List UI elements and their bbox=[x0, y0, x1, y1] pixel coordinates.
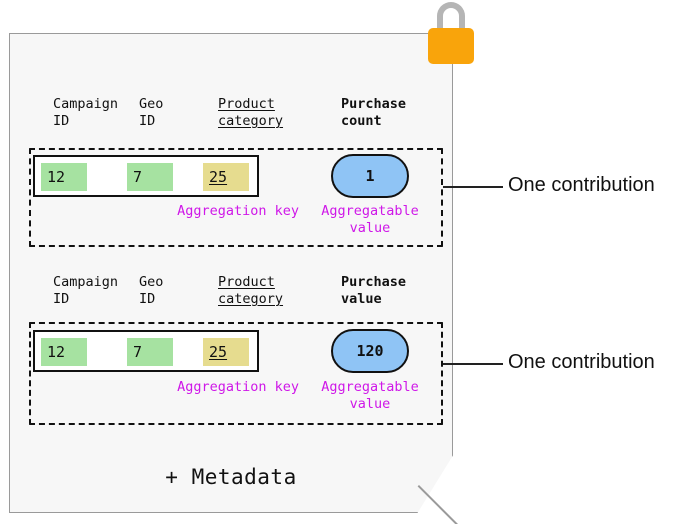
column-header-metric-2: Purchase value bbox=[341, 274, 407, 307]
aggregation-key-annotation-2: Aggregation key bbox=[177, 379, 299, 395]
aggregation-key-annotation-1: Aggregation key bbox=[177, 203, 299, 219]
aggregation-key-box-2: 12 7 25 bbox=[33, 330, 259, 372]
callout-label-1: One contribution bbox=[508, 174, 655, 196]
aggregatable-report-sheet bbox=[9, 33, 453, 513]
column-header-campaign-id: Campaign ID bbox=[53, 96, 119, 129]
aggregatable-value-text-2: 120 bbox=[356, 342, 384, 360]
column-header-geo-id-2: Geo ID bbox=[139, 274, 164, 307]
key-cell-geo-id-2: 7 bbox=[127, 338, 173, 366]
key-cell-geo-id-1: 7 bbox=[127, 163, 173, 191]
contribution-outline-1 bbox=[29, 148, 443, 247]
callout-label-2: One contribution bbox=[508, 351, 655, 373]
padlock-icon bbox=[424, 2, 478, 64]
padlock-body bbox=[428, 28, 474, 64]
column-header-geo-id: Geo ID bbox=[139, 96, 164, 129]
column-header-product-category: Product category bbox=[218, 96, 284, 129]
metadata-label: + Metadata bbox=[165, 465, 297, 489]
key-cell-campaign-id-1: 12 bbox=[41, 163, 87, 191]
key-cell-product-category-2: 25 bbox=[203, 338, 249, 366]
key-cell-campaign-id-2: 12 bbox=[41, 338, 87, 366]
column-headers-2: Campaign ID Geo ID Product category Purc… bbox=[9, 274, 409, 318]
aggregatable-value-text-1: 1 bbox=[365, 167, 375, 185]
aggregatable-value-pill-1: 1 bbox=[331, 154, 409, 198]
column-headers-1: Campaign ID Geo ID Product category Purc… bbox=[9, 96, 409, 140]
key-cell-product-category-1: 25 bbox=[203, 163, 249, 191]
contribution-outline-2 bbox=[29, 322, 443, 425]
aggregation-key-box-1: 12 7 25 bbox=[33, 155, 259, 197]
aggregatable-value-annotation-1: Aggregatable value bbox=[321, 203, 419, 236]
column-header-metric: Purchase count bbox=[341, 96, 407, 129]
aggregatable-value-annotation-2: Aggregatable value bbox=[321, 379, 419, 412]
column-header-campaign-id-2: Campaign ID bbox=[53, 274, 119, 307]
column-header-product-category-2: Product category bbox=[218, 274, 284, 307]
callout-leader-line-1 bbox=[443, 186, 503, 188]
callout-leader-line-2 bbox=[443, 363, 503, 365]
padlock-shackle bbox=[437, 2, 465, 36]
aggregatable-value-pill-2: 120 bbox=[331, 329, 409, 373]
